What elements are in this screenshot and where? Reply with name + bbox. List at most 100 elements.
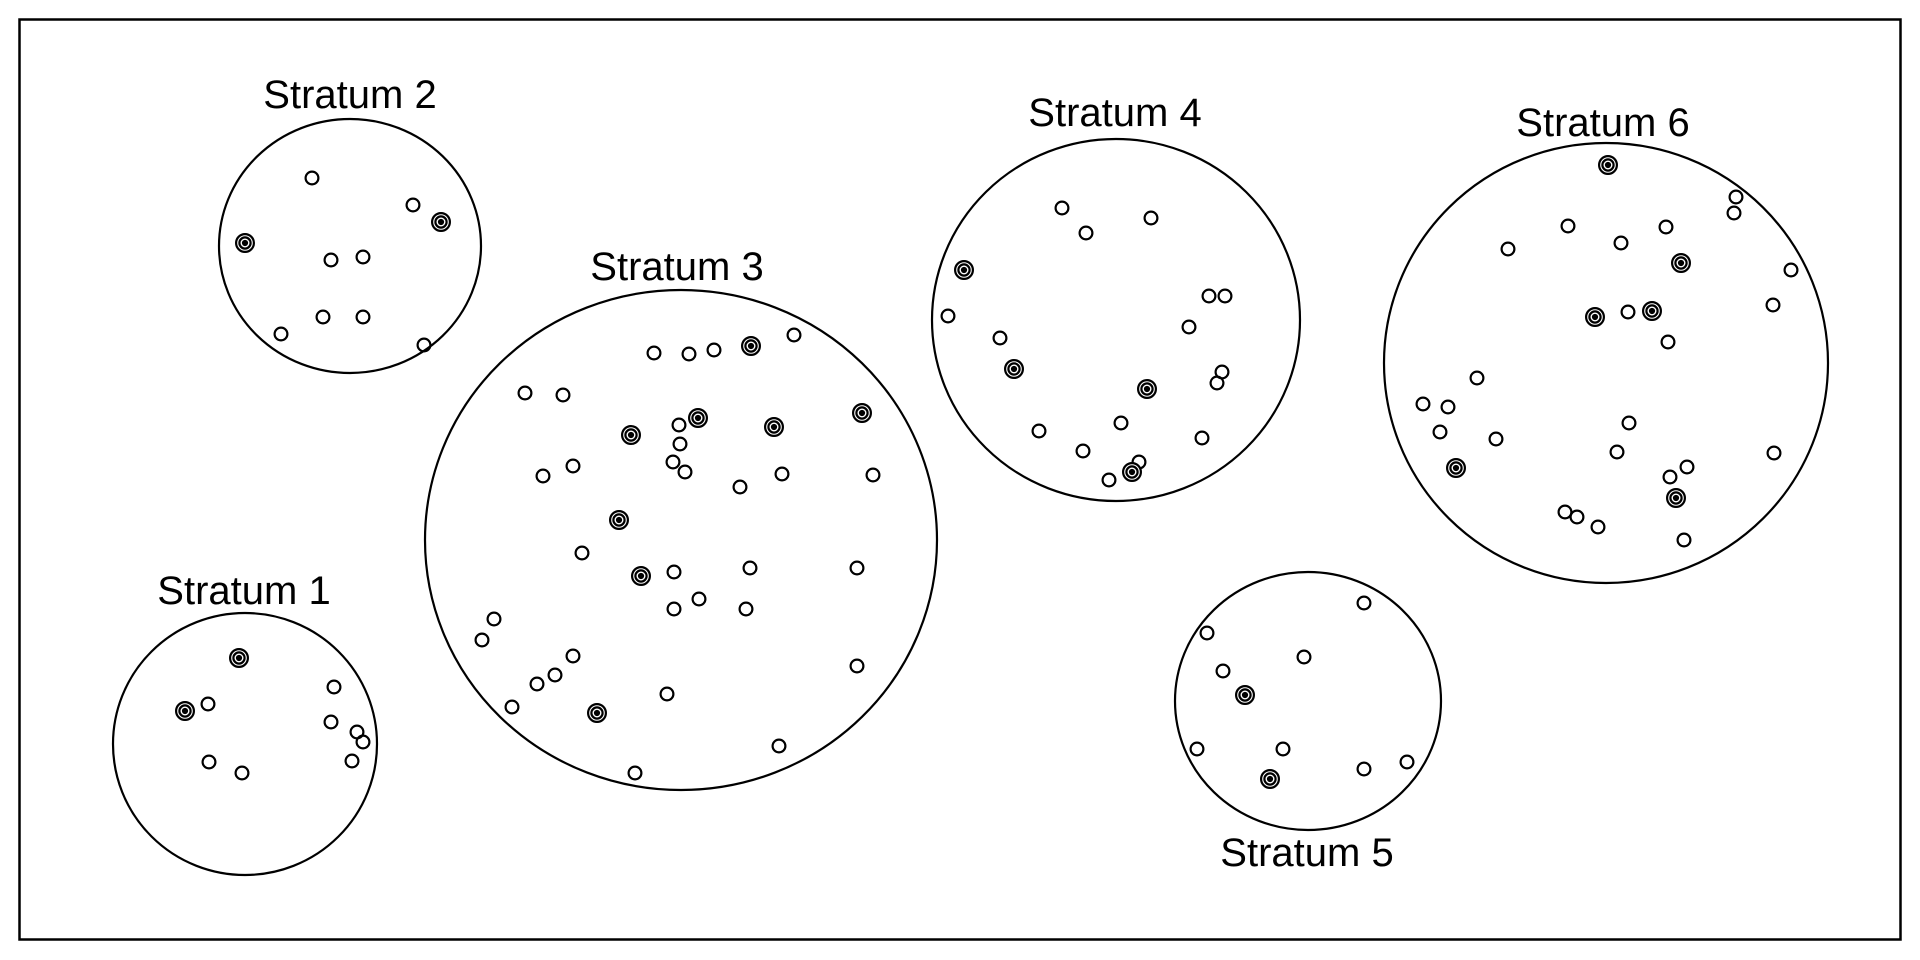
sampled-unit-core-dot <box>241 239 249 247</box>
population-unit <box>555 387 571 403</box>
sampled-unit-core-dot <box>960 266 968 274</box>
sampled-unit <box>1641 301 1662 322</box>
population-unit <box>326 679 342 695</box>
sampled-unit <box>1665 488 1686 509</box>
sampled-unit <box>1670 253 1691 274</box>
sampled-unit-middle-ring <box>238 236 252 250</box>
population-unit <box>1201 288 1217 304</box>
stratum-label: Stratum 5 <box>1220 831 1393 875</box>
population-unit <box>1199 625 1215 641</box>
population-unit <box>774 466 790 482</box>
sampled-unit-middle-ring <box>178 704 192 718</box>
population-unit <box>1469 370 1485 386</box>
sampled-unit <box>1584 307 1605 328</box>
sampled-unit-middle-ring <box>1674 256 1688 270</box>
population-unit <box>691 591 707 607</box>
population-unit <box>1296 649 1312 665</box>
population-unit <box>486 611 502 627</box>
population-unit <box>659 686 675 702</box>
population-unit <box>1356 761 1372 777</box>
stratum-circle <box>1382 141 1830 585</box>
population-unit <box>1217 288 1233 304</box>
stratum-group: Stratum 3 <box>423 245 939 792</box>
population-unit <box>627 765 643 781</box>
sampled-unit <box>586 702 607 723</box>
population-unit <box>742 560 758 576</box>
population-unit <box>355 309 371 325</box>
sampled-unit-core-dot <box>1672 494 1680 502</box>
population-unit <box>732 479 748 495</box>
stratum-label: Stratum 3 <box>590 245 763 289</box>
sampled-unit-core-dot <box>1010 365 1018 373</box>
population-unit <box>666 564 682 580</box>
population-unit <box>771 738 787 754</box>
population-unit <box>1766 445 1782 461</box>
population-unit <box>992 330 1008 346</box>
sampled-unit-middle-ring <box>590 706 604 720</box>
sampled-unit-middle-ring <box>1645 304 1659 318</box>
population-unit <box>529 676 545 692</box>
population-unit <box>646 345 662 361</box>
population-unit <box>1075 443 1091 459</box>
population-unit <box>665 454 681 470</box>
sampled-unit <box>431 212 452 233</box>
population-unit <box>323 252 339 268</box>
population-unit <box>1101 472 1117 488</box>
sampled-unit-middle-ring <box>612 513 626 527</box>
sampled-unit <box>851 403 872 424</box>
sampled-unit <box>1259 768 1280 789</box>
sampled-unit-middle-ring <box>624 428 638 442</box>
stratum-group: Stratum 2 <box>217 73 483 375</box>
sampled-unit-core-dot <box>770 423 778 431</box>
sampled-unit-core-dot <box>235 654 243 662</box>
sampled-unit-core-dot <box>437 218 445 226</box>
population-unit <box>416 337 432 353</box>
stratum-circle <box>423 288 939 792</box>
sampled-unit-middle-ring <box>232 651 246 665</box>
population-unit <box>1783 262 1799 278</box>
stratum-label: Stratum 2 <box>263 73 436 117</box>
sampled-unit-middle-ring <box>1588 310 1602 324</box>
population-unit <box>1609 444 1625 460</box>
sampled-unit-middle-ring <box>1007 362 1021 376</box>
sampled-unit-core-dot <box>1143 385 1151 393</box>
population-unit <box>1500 241 1516 257</box>
sampled-unit <box>175 700 196 721</box>
sampled-unit <box>1136 379 1157 400</box>
population-unit <box>474 632 490 648</box>
stratum-group: Stratum 1 <box>111 569 379 877</box>
population-unit <box>1399 754 1415 770</box>
population-unit <box>786 327 802 343</box>
population-unit <box>865 467 881 483</box>
population-unit <box>1194 430 1210 446</box>
sampled-unit-core-dot <box>1128 468 1136 476</box>
sampled-unit <box>763 417 784 438</box>
sampled-unit <box>608 510 629 531</box>
population-unit <box>273 326 289 342</box>
population-unit <box>1557 504 1573 520</box>
population-unit <box>1415 396 1431 412</box>
population-unit <box>1488 431 1504 447</box>
population-unit <box>1662 469 1678 485</box>
sampled-unit-middle-ring <box>855 406 869 420</box>
sampled-unit-middle-ring <box>1449 461 1463 475</box>
population-unit <box>344 753 360 769</box>
population-unit <box>565 648 581 664</box>
population-unit <box>201 754 217 770</box>
population-unit <box>504 699 520 715</box>
population-unit <box>304 170 320 186</box>
population-unit <box>1078 225 1094 241</box>
sampled-unit-middle-ring <box>1263 772 1277 786</box>
sampled-unit <box>229 647 250 668</box>
population-unit <box>706 342 722 358</box>
population-unit <box>200 696 216 712</box>
population-unit <box>1143 210 1159 226</box>
population-unit <box>738 601 754 617</box>
sampled-unit-middle-ring <box>1238 688 1252 702</box>
sampled-unit-core-dot <box>1241 691 1249 699</box>
population-unit <box>323 714 339 730</box>
sampled-unit-core-dot <box>1648 307 1656 315</box>
population-unit <box>315 309 331 325</box>
sampled-unit <box>1597 155 1618 176</box>
